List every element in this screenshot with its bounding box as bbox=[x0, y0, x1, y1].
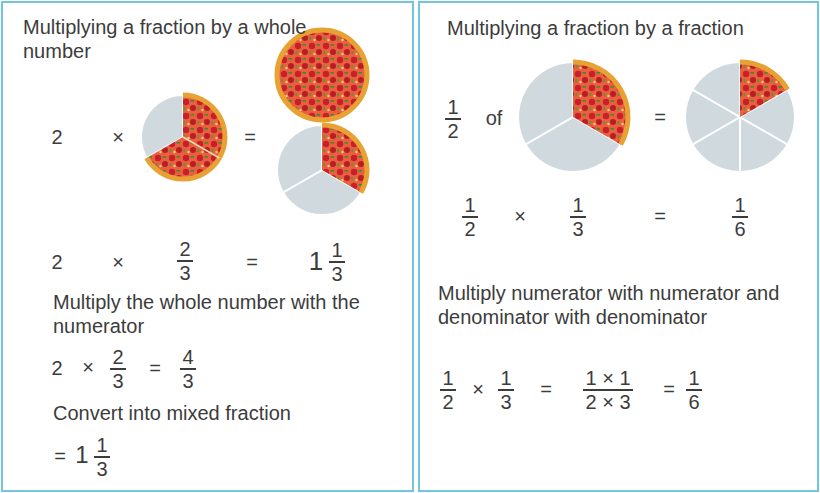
math-text: × bbox=[472, 378, 484, 401]
math-text: = bbox=[244, 126, 256, 149]
panel-heading: Multiplying a fraction by a fraction bbox=[447, 16, 812, 40]
math-text: × bbox=[112, 126, 124, 149]
fraction-bar bbox=[440, 389, 455, 391]
math-text: 2 bbox=[51, 251, 62, 274]
empty-slice bbox=[692, 62, 740, 117]
math-text: 2 bbox=[179, 238, 190, 261]
slice-cut bbox=[183, 137, 219, 158]
empty-slice bbox=[518, 62, 573, 145]
math-text: 2 bbox=[447, 120, 458, 143]
fraction-bar bbox=[94, 456, 109, 458]
math-text: × bbox=[82, 356, 94, 379]
math-text: 1 bbox=[442, 367, 453, 390]
math-text: 1 bbox=[96, 434, 107, 457]
math-text: 2 × 3 bbox=[585, 391, 630, 414]
fraction-bar bbox=[583, 389, 632, 391]
math-text: 2 bbox=[442, 391, 453, 414]
math-text: 6 bbox=[734, 218, 745, 241]
math-text: = bbox=[654, 106, 666, 129]
fraction-bar bbox=[445, 118, 460, 120]
panel-heading: Multiplying a fraction by a whole number bbox=[23, 15, 308, 63]
step-text: Multiply the whole number with the numer… bbox=[53, 290, 405, 338]
math-text: 3 bbox=[331, 263, 342, 286]
pizza-crust bbox=[740, 62, 788, 90]
panel: Multiplying a fraction by a whole number… bbox=[1, 1, 414, 492]
math-text: 1 bbox=[464, 194, 475, 217]
empty-slice bbox=[277, 125, 322, 193]
math-text: 1 bbox=[447, 96, 458, 119]
math-text: = bbox=[654, 205, 666, 228]
fraction-bar bbox=[732, 216, 747, 218]
pizza-crust bbox=[573, 62, 628, 145]
math-text: 1 bbox=[75, 441, 88, 469]
math-text: 2 bbox=[51, 126, 62, 149]
math-text: × bbox=[514, 205, 526, 228]
whole-pizza bbox=[277, 30, 367, 120]
math-text: 1 bbox=[309, 246, 323, 276]
fraction-bar bbox=[462, 216, 477, 218]
math-text: 2 bbox=[464, 218, 475, 241]
math-text: 1 bbox=[331, 239, 342, 262]
math-text: = bbox=[663, 378, 675, 401]
math-text: 4 bbox=[182, 346, 193, 369]
math-text: 3 bbox=[96, 458, 107, 481]
math-text: 2 bbox=[51, 357, 62, 380]
pizza-slice bbox=[322, 125, 367, 193]
math-text: 1 bbox=[500, 367, 511, 390]
math-text: = bbox=[149, 357, 161, 380]
panel: Multiplying a fraction by a fractionMult… bbox=[418, 1, 819, 492]
math-text: 2 bbox=[112, 346, 123, 369]
fraction-bar bbox=[110, 368, 125, 370]
math-text: 1 bbox=[734, 194, 745, 217]
fraction-bar bbox=[686, 389, 701, 391]
fraction-bar bbox=[498, 389, 513, 391]
math-text: 1 bbox=[688, 367, 699, 390]
math-text: = bbox=[54, 445, 66, 468]
math-text: 3 bbox=[500, 391, 511, 414]
pizza-slice bbox=[740, 62, 788, 117]
math-text: of bbox=[486, 107, 503, 130]
step-text: Convert into mixed fraction bbox=[53, 401, 405, 425]
math-text: 3 bbox=[572, 218, 583, 241]
fraction-bar bbox=[329, 261, 344, 263]
step-text: Multiply numerator with numerator and de… bbox=[438, 281, 816, 329]
pizza-slice bbox=[573, 62, 628, 145]
fraction-bar bbox=[570, 216, 585, 218]
math-text: 6 bbox=[688, 391, 699, 414]
pizza-slice bbox=[147, 95, 225, 179]
math-text: = bbox=[246, 251, 258, 274]
math-text: = bbox=[540, 378, 552, 401]
pizza-crust bbox=[322, 125, 367, 193]
fraction-bar bbox=[177, 260, 192, 262]
pizza-crust bbox=[147, 95, 225, 179]
math-text: 3 bbox=[182, 370, 193, 393]
math-text: 3 bbox=[112, 370, 123, 393]
math-text: 1 bbox=[572, 194, 583, 217]
math-text: 1 × 1 bbox=[585, 367, 630, 390]
fraction-bar bbox=[180, 368, 195, 370]
math-text: 3 bbox=[179, 262, 190, 285]
math-text: × bbox=[112, 251, 124, 274]
